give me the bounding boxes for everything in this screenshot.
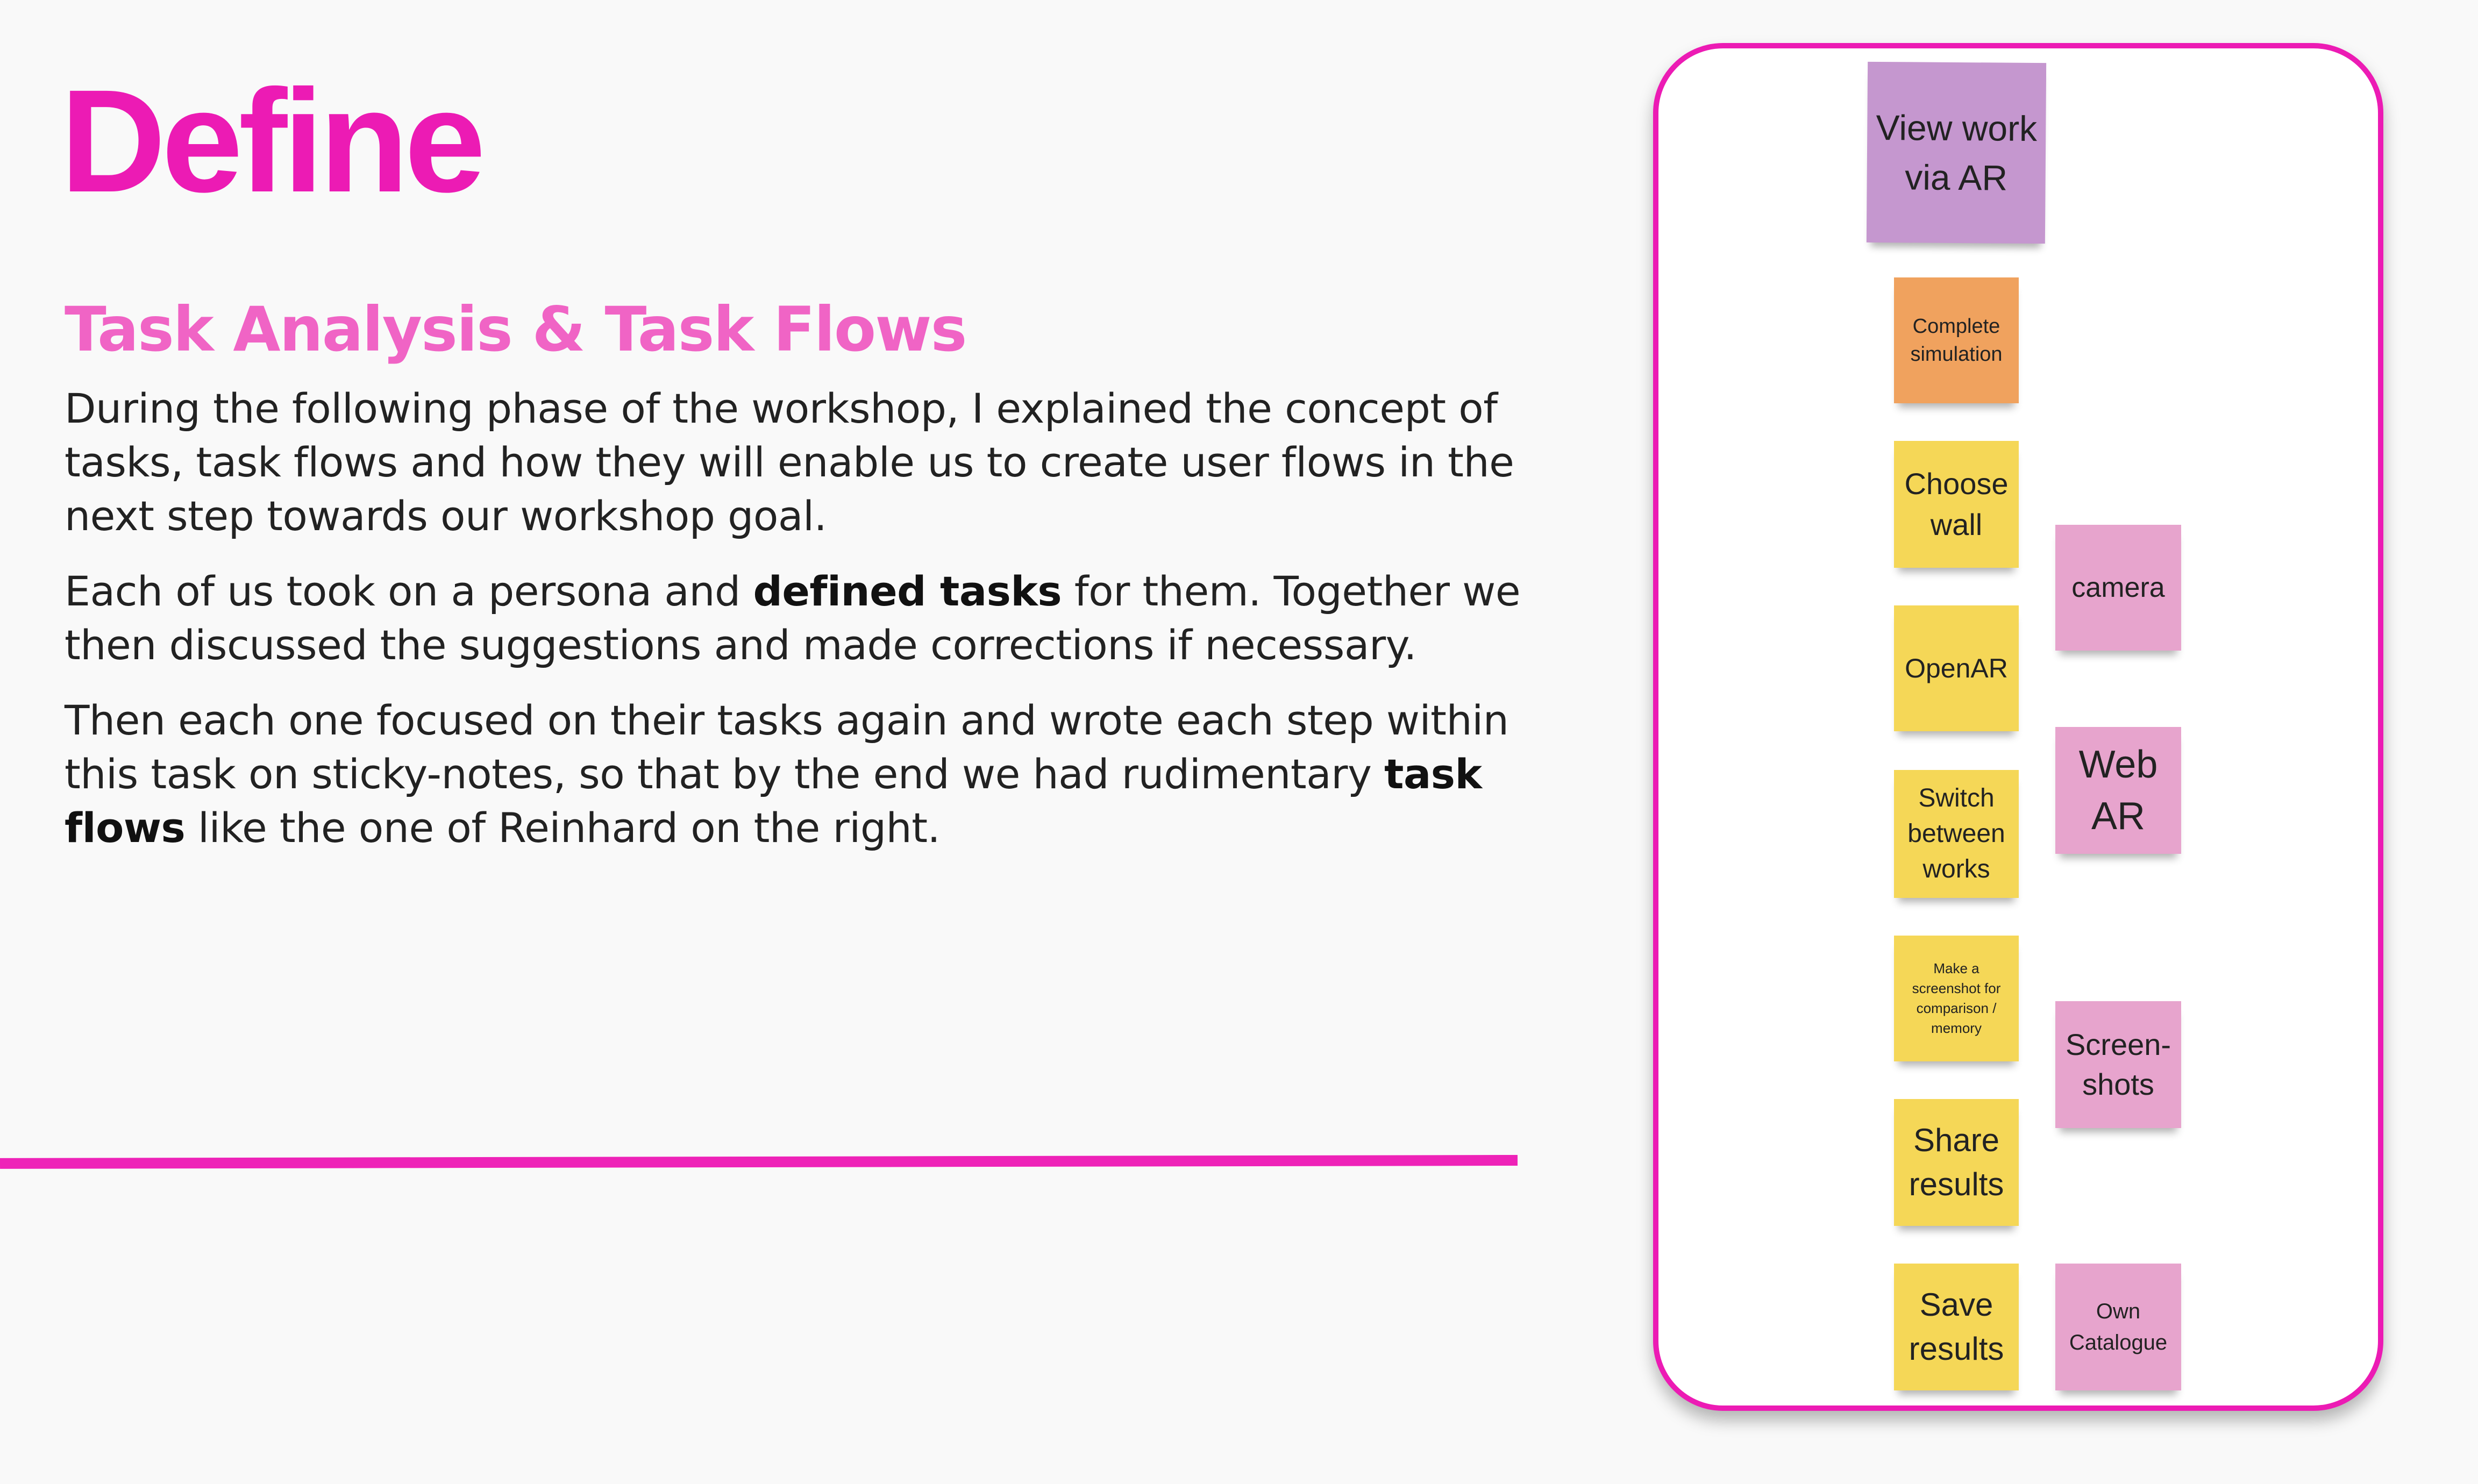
sticky-note-share-results[interactable]: Share results xyxy=(1894,1099,2019,1226)
sticky-note-openar[interactable]: OpenAR xyxy=(1894,605,2019,731)
sticky-note-own-catalogue[interactable]: Own Catalogue xyxy=(2055,1264,2181,1390)
sticky-note-web-ar[interactable]: Web AR xyxy=(2055,727,2181,854)
sticky-note-complete-simulation[interactable]: Complete simulation xyxy=(1894,277,2019,403)
sticky-note-screenshots[interactable]: Screen-shots xyxy=(2055,1001,2181,1128)
paragraph-3-bold: task flows xyxy=(65,750,1482,852)
sticky-note-camera[interactable]: camera xyxy=(2055,525,2181,651)
paragraph-3-text: Then each one focused on their tasks aga… xyxy=(65,696,1509,798)
section-divider xyxy=(0,1155,1518,1169)
paragraph-2-text: Each of us took on a persona and xyxy=(65,567,753,615)
sticky-note-make-screenshot[interactable]: Make a screenshot for comparison / memor… xyxy=(1894,936,2019,1061)
paragraph-3: Then each one focused on their tasks aga… xyxy=(65,694,1527,855)
paragraph-2-text-end: for them. Together we then discussed the… xyxy=(65,567,1521,669)
sticky-note-save-results[interactable]: Save results xyxy=(1894,1264,2019,1390)
sticky-note-choose-wall[interactable]: Choose wall xyxy=(1894,441,2019,568)
paragraph-2: Each of us took on a persona and defined… xyxy=(65,565,1527,672)
paragraph-1: During the following phase of the worksh… xyxy=(65,384,1514,540)
body-text: During the following phase of the worksh… xyxy=(65,382,1527,876)
paragraph-2-bold: defined tasks xyxy=(753,567,1062,615)
page-title: Define xyxy=(60,59,486,223)
section-subtitle: Task Analysis & Task Flows xyxy=(65,294,967,365)
sticky-note-view-work[interactable]: View work via AR xyxy=(1866,61,2047,244)
sticky-note-switch-works[interactable]: Switch between works xyxy=(1894,770,2019,898)
paragraph-3-text-end: like the one of Reinhard on the right. xyxy=(185,804,941,852)
